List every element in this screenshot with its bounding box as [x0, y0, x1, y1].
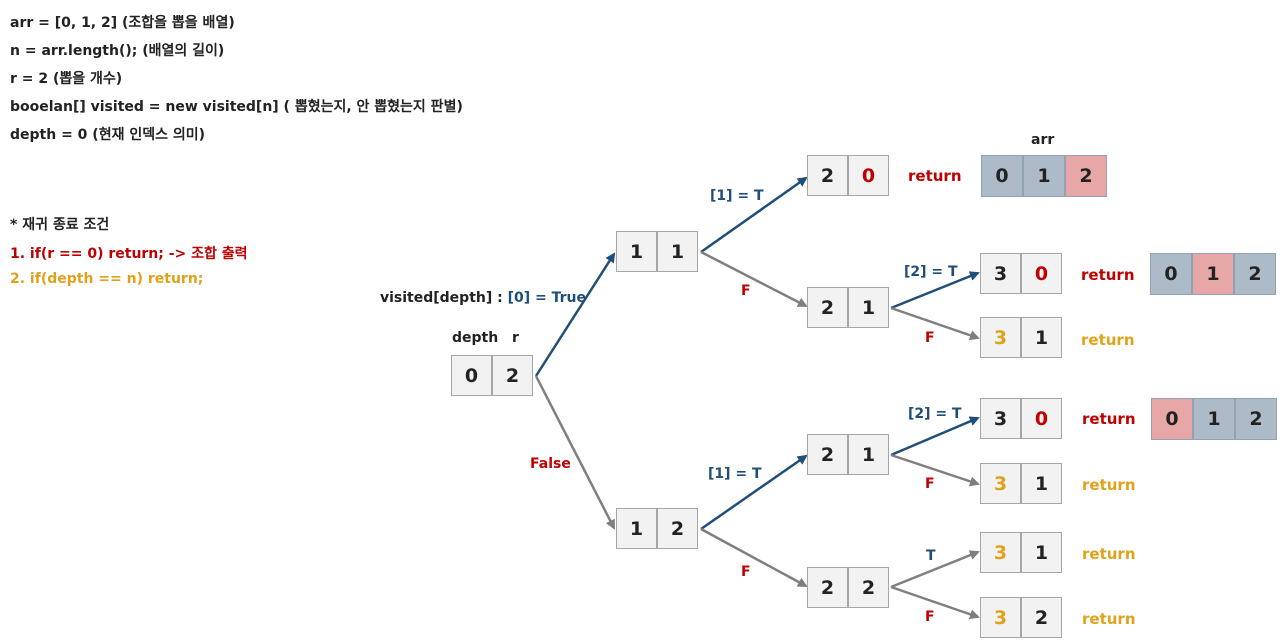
node-bba-r: 1: [1021, 532, 1062, 573]
edge-label-f-bottom: F: [741, 564, 751, 580]
node-ba-depth: 2: [807, 434, 848, 475]
node-a-depth: 1: [616, 231, 657, 272]
edge-label-1-true-bottom: [1] = T: [708, 466, 762, 482]
edge-ab-to-aba: [890, 271, 980, 310]
node-baa-depth: 3: [980, 398, 1021, 439]
array3-cell-1: 1: [1193, 398, 1235, 440]
edge-label-f-3: F: [925, 609, 935, 625]
note-arr: arr = [0, 1, 2] (조합을 뽑을 배열): [10, 15, 235, 31]
array2-cell-0: 0: [1150, 253, 1192, 295]
return-label-7: return: [1082, 610, 1136, 628]
termination-title: * 재귀 종료 조건: [10, 217, 110, 233]
edge-label-t-3: T: [926, 548, 936, 564]
node-aba-r: 0: [1021, 253, 1062, 294]
return-label-1: return: [908, 167, 962, 185]
edge-b-to-bb: [700, 527, 808, 588]
return-label-2: return: [1081, 266, 1135, 284]
node-ab-depth: 2: [807, 287, 848, 328]
node-abb-depth: 3: [980, 317, 1021, 358]
array1-cell-0: 0: [981, 155, 1023, 197]
array1-cell-2-selected: 2: [1065, 155, 1107, 197]
edge-b-to-ba: [700, 454, 808, 531]
edge-ba-to-baa: [890, 416, 980, 457]
edge-label-f-2: F: [925, 476, 935, 492]
visited-label-value: [0] = True: [507, 290, 587, 306]
edge-label-1-true-top: [1] = T: [710, 188, 764, 204]
node-b-r: 2: [657, 508, 698, 549]
header-depth: depth: [452, 330, 499, 346]
node-bab-depth: 3: [980, 463, 1021, 504]
edge-bb-to-bba: [890, 550, 980, 589]
visited-label-prefix: visited[depth] :: [380, 290, 508, 306]
edge-a-to-aa: [700, 176, 808, 254]
edge-label-2-true-1: [2] = T: [904, 264, 958, 280]
node-baa-r: 0: [1021, 398, 1062, 439]
array2-cell-2: 2: [1234, 253, 1276, 295]
termination-cond-2: 2. if(depth == n) return;: [10, 271, 204, 287]
termination-cond-1: 1. if(r == 0) return; -> 조합 출력: [10, 246, 248, 262]
node-bb-depth: 2: [807, 567, 848, 608]
node-bba-depth: 3: [980, 532, 1021, 573]
node-bbb-depth: 3: [980, 597, 1021, 638]
edge-ab-to-abb: [890, 306, 980, 341]
return-label-5: return: [1082, 476, 1136, 494]
array3-cell-2: 2: [1235, 398, 1277, 440]
array3-cell-0-selected: 0: [1151, 398, 1193, 440]
array2-cell-1-selected: 1: [1192, 253, 1234, 295]
note-n: n = arr.length(); (배열의 길이): [10, 43, 225, 59]
edge-root-to-a: [534, 252, 616, 377]
return-label-4: return: [1082, 410, 1136, 428]
note-depth: depth = 0 (현재 인덱스 의미): [10, 127, 205, 143]
edge-label-f-1: F: [925, 330, 935, 346]
node-root-depth: 0: [451, 355, 492, 396]
node-ab-r: 1: [848, 287, 889, 328]
node-bb-r: 2: [848, 567, 889, 608]
edge-bb-to-bbb: [890, 585, 980, 620]
note-visited: booelan[] visited = new visited[n] ( 뽑혔는…: [10, 99, 463, 115]
edge-label-false: False: [530, 456, 571, 472]
node-b-depth: 1: [616, 508, 657, 549]
edge-label-2-true-2: [2] = T: [908, 406, 962, 422]
edge-label-f-top: F: [741, 283, 751, 299]
node-aba-depth: 3: [980, 253, 1021, 294]
node-bbb-r: 2: [1021, 597, 1062, 638]
edge-a-to-ab: [700, 250, 808, 308]
node-aa-depth: 2: [807, 155, 848, 196]
node-root-r: 2: [492, 355, 533, 396]
visited-label: visited[depth] : [0] = True: [380, 290, 586, 306]
arr-title: arr: [1031, 132, 1055, 148]
node-abb-r: 1: [1021, 317, 1062, 358]
edge-root-to-b: [534, 375, 616, 530]
node-a-r: 1: [657, 231, 698, 272]
node-ba-r: 1: [848, 434, 889, 475]
note-r: r = 2 (뽑을 개수): [10, 71, 123, 87]
header-r: r: [512, 330, 519, 346]
array1-cell-1: 1: [1023, 155, 1065, 197]
return-label-6: return: [1082, 545, 1136, 563]
node-aa-r: 0: [848, 155, 889, 196]
edge-ba-to-bab: [890, 453, 980, 487]
node-bab-r: 1: [1021, 463, 1062, 504]
return-label-3: return: [1081, 331, 1135, 349]
